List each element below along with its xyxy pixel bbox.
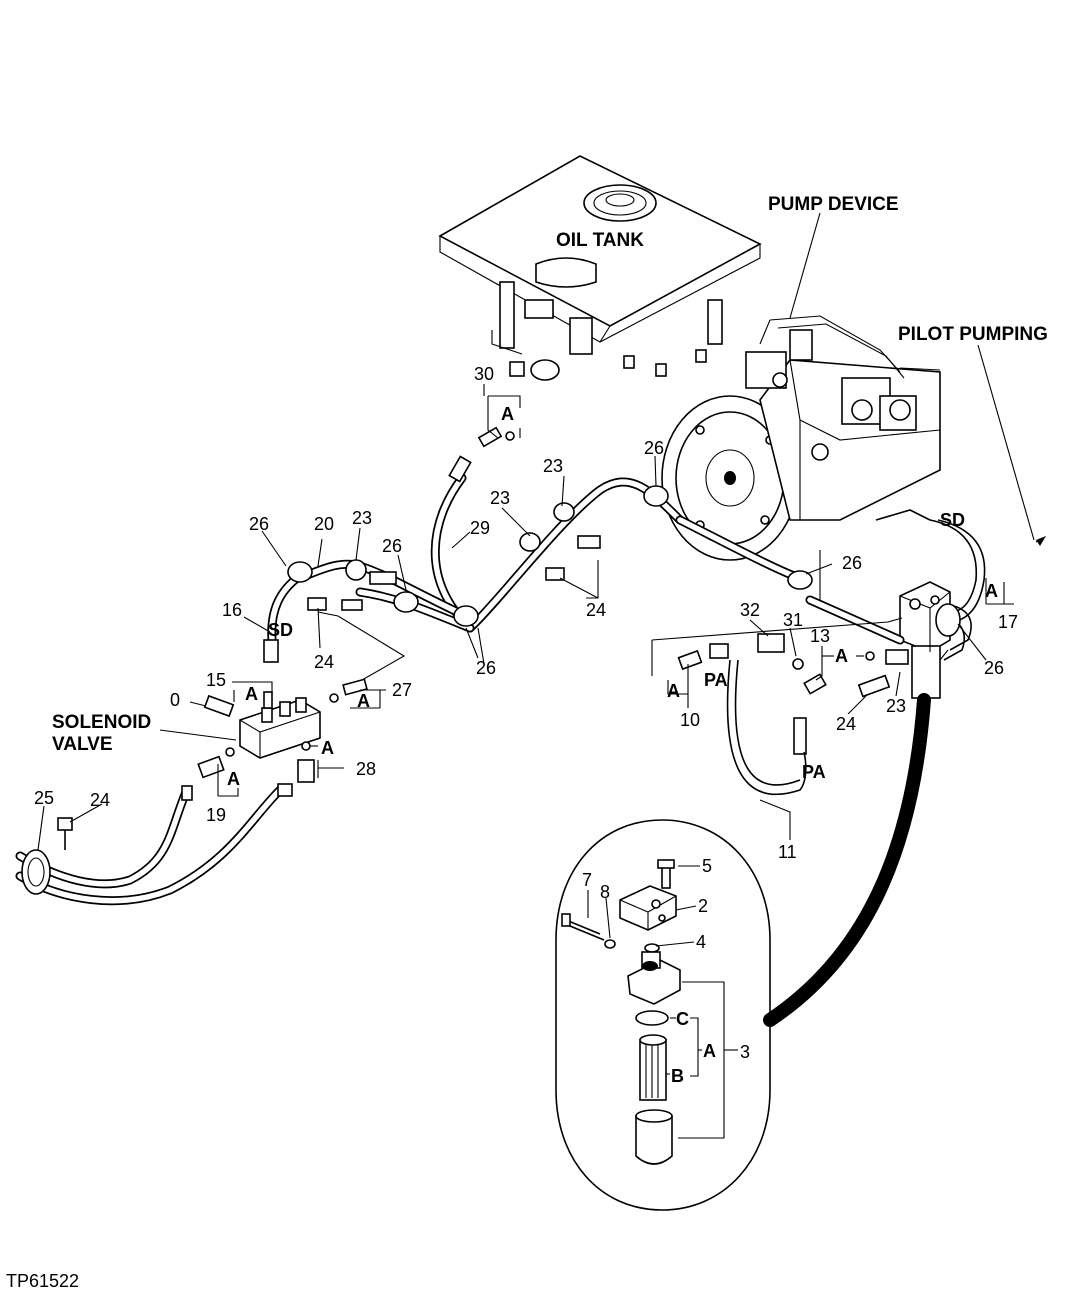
part-number-13: 13	[810, 626, 830, 646]
label-sd-right: SD	[940, 510, 965, 530]
letter-a: A	[985, 581, 998, 601]
component-labels: OIL TANK PUMP DEVICE PILOT PUMPING SOLEN…	[52, 194, 1048, 782]
part-number-32: 32	[740, 600, 760, 620]
part-number-31: 31	[783, 610, 803, 630]
oil-tank	[438, 155, 762, 381]
part-number-8: 8	[600, 882, 610, 902]
part-numbers: 30 23 26 23 29 26 20 23 26 26 24 16 24 2…	[34, 364, 1018, 1062]
part-number-26: 26	[984, 658, 1004, 678]
part-number-24: 24	[90, 790, 110, 810]
part-number-20: 20	[314, 514, 334, 534]
part-number-2: 2	[698, 896, 708, 916]
label-pump-device: PUMP DEVICE	[768, 194, 899, 215]
part-number-5: 5	[702, 856, 712, 876]
part-number-11: 11	[778, 842, 797, 862]
part-number-10: 10	[680, 710, 700, 730]
part-number-26: 26	[249, 514, 269, 534]
letter-a: A	[227, 769, 240, 789]
lower-left-lines	[15, 783, 293, 906]
part-number-17: 17	[998, 612, 1018, 632]
letter-a: A	[835, 646, 848, 666]
letter-a: A	[357, 691, 370, 711]
label-valve: VALVE	[52, 734, 113, 755]
part-number-23: 23	[352, 508, 372, 528]
pilot-filter-block	[875, 509, 986, 699]
part-number-23: 23	[490, 488, 510, 508]
part-number-26: 26	[382, 536, 402, 556]
pump-device	[661, 315, 941, 600]
label-oil-tank: OIL TANK	[556, 230, 644, 251]
part-number-30: 30	[474, 364, 494, 384]
label-pilot-pumping: PILOT PUMPING	[898, 324, 1048, 345]
leader-lines	[37, 212, 1046, 947]
part-number-26: 26	[644, 438, 664, 458]
label-solenoid: SOLENOID	[52, 712, 151, 733]
letter-a: A	[321, 738, 334, 758]
letter-a: A	[245, 684, 258, 704]
part-number-16: 16	[222, 600, 242, 620]
part-number-23: 23	[886, 696, 906, 716]
figure-code: TP61522	[6, 1271, 79, 1291]
pilot-fittings	[651, 617, 909, 796]
part-number-24: 24	[836, 714, 856, 734]
connector-letters: A A A A A A A A A B C	[227, 404, 998, 1086]
part-number-26: 26	[476, 658, 496, 678]
letter-a: A	[703, 1041, 716, 1061]
part-number-19: 19	[206, 805, 226, 825]
filter-detail-callout	[555, 819, 771, 1211]
part-number-23: 23	[543, 456, 563, 476]
part-number-0: 0	[170, 690, 180, 710]
letter-b: B	[671, 1066, 684, 1086]
part-number-24: 24	[586, 600, 606, 620]
part-number-4: 4	[696, 932, 706, 952]
part-number-26: 26	[842, 553, 862, 573]
part-number-7: 7	[582, 870, 592, 890]
part-number-29: 29	[470, 518, 490, 538]
solenoid-valve	[197, 678, 368, 783]
letter-a: A	[667, 681, 680, 701]
label-pa-left: PA	[704, 670, 728, 690]
label-pa-bottom: PA	[802, 762, 826, 782]
part-number-24: 24	[314, 652, 334, 672]
hose-assembly	[263, 426, 905, 663]
part-number-27: 27	[392, 680, 412, 700]
letter-c: C	[676, 1009, 689, 1029]
part-number-25: 25	[34, 788, 54, 808]
part-number-15: 15	[206, 670, 226, 690]
part-number-28: 28	[356, 759, 376, 779]
part-number-3: 3	[740, 1042, 750, 1062]
label-sd-left: SD	[268, 620, 293, 640]
letter-a: A	[501, 404, 514, 424]
